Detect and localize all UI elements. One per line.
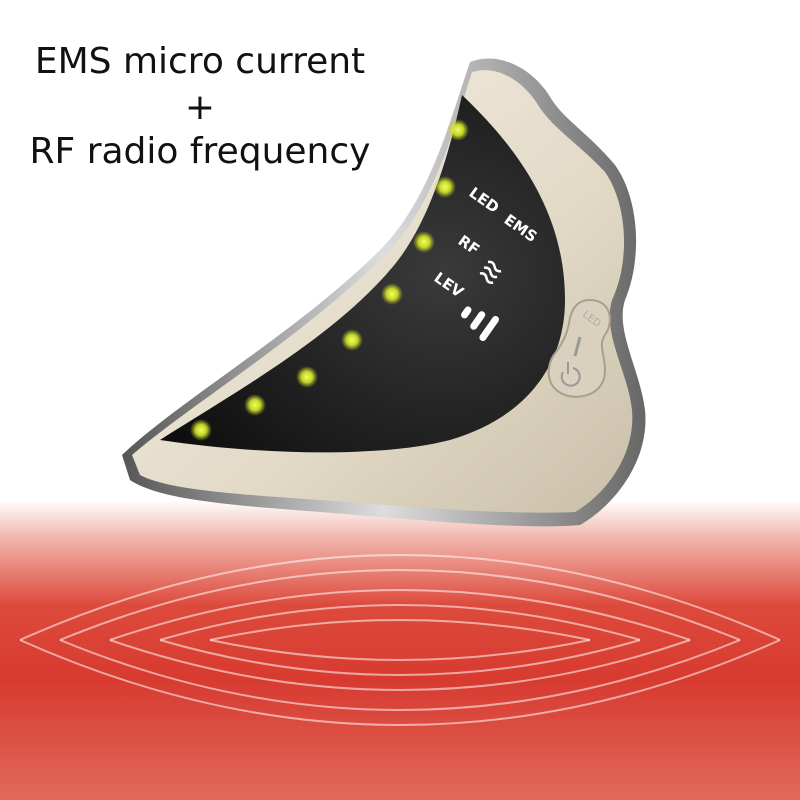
device-screen <box>160 95 565 453</box>
skin-background <box>0 500 800 800</box>
headline-line-1: EMS micro current <box>34 41 366 82</box>
headline-plus: + <box>184 87 216 128</box>
radio-waves <box>19 554 781 726</box>
power-icon <box>560 362 581 387</box>
led-dot <box>296 366 318 388</box>
power-button[interactable]: LED <box>547 298 611 398</box>
device: LED EMS RF LEV LED <box>122 58 646 527</box>
led-dot <box>381 283 403 305</box>
headline-line-2: RF radio frequency <box>29 131 371 172</box>
led-dot <box>434 176 456 198</box>
led-dot <box>413 231 435 253</box>
level-bars-icon <box>461 306 500 342</box>
led-dot <box>190 419 212 441</box>
led-lights <box>190 119 469 441</box>
led-dot <box>341 329 363 351</box>
led-dot <box>244 394 266 416</box>
led-dot <box>447 119 469 141</box>
heat-wave-icon <box>479 260 502 285</box>
